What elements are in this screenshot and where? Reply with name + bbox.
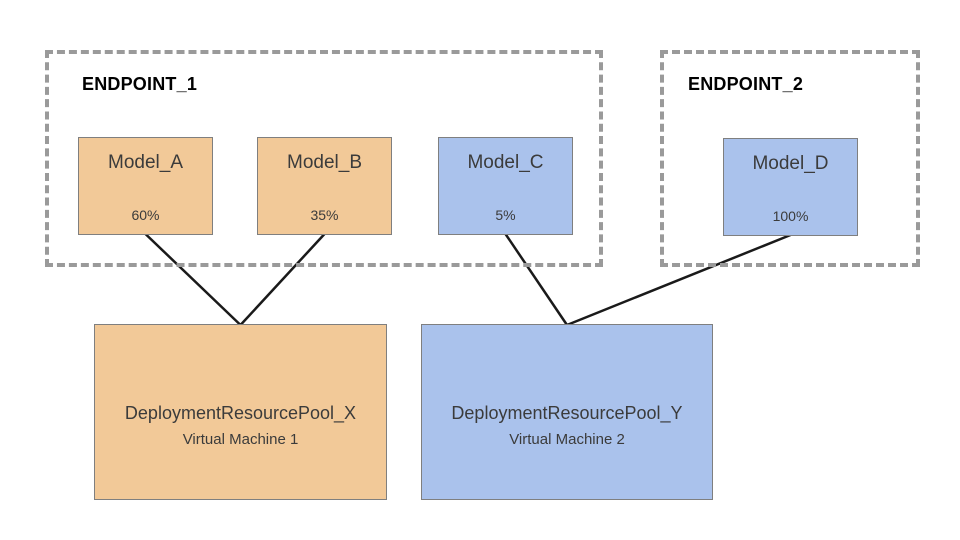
endpoint-2-group: ENDPOINT_2 Model_D 100% xyxy=(660,50,920,267)
pool-x-name: DeploymentResourcePool_X xyxy=(124,402,357,423)
pool-y-name: DeploymentResourcePool_Y xyxy=(451,402,683,423)
model-a-traffic-percent: 60% xyxy=(131,207,160,223)
pool-x-machine-label: Virtual Machine 1 xyxy=(182,430,299,448)
model-a-name: Model_A xyxy=(108,152,183,173)
endpoint-1-group: ENDPOINT_1 Model_A 60% Model_B 35% Model… xyxy=(45,50,603,267)
pool-x-box: DeploymentResourcePool_X Virtual Machine… xyxy=(94,324,387,500)
model-d-traffic-percent: 100% xyxy=(772,208,809,224)
model-b-box: Model_B 35% xyxy=(257,137,392,235)
model-a-box: Model_A 60% xyxy=(78,137,213,235)
pool-y-box: DeploymentResourcePool_Y Virtual Machine… xyxy=(421,324,713,500)
endpoint-2-title: ENDPOINT_2 xyxy=(688,74,804,94)
endpoint-1-title: ENDPOINT_1 xyxy=(82,74,198,94)
model-d-name: Model_D xyxy=(752,153,829,174)
model-c-box: Model_C 5% xyxy=(438,137,573,235)
model-c-traffic-percent: 5% xyxy=(495,207,516,223)
pool-y-machine-label: Virtual Machine 2 xyxy=(509,430,625,448)
model-b-name: Model_B xyxy=(287,152,362,173)
model-c-name: Model_C xyxy=(467,152,544,173)
model-d-box: Model_D 100% xyxy=(723,138,858,236)
model-b-traffic-percent: 35% xyxy=(310,207,339,223)
